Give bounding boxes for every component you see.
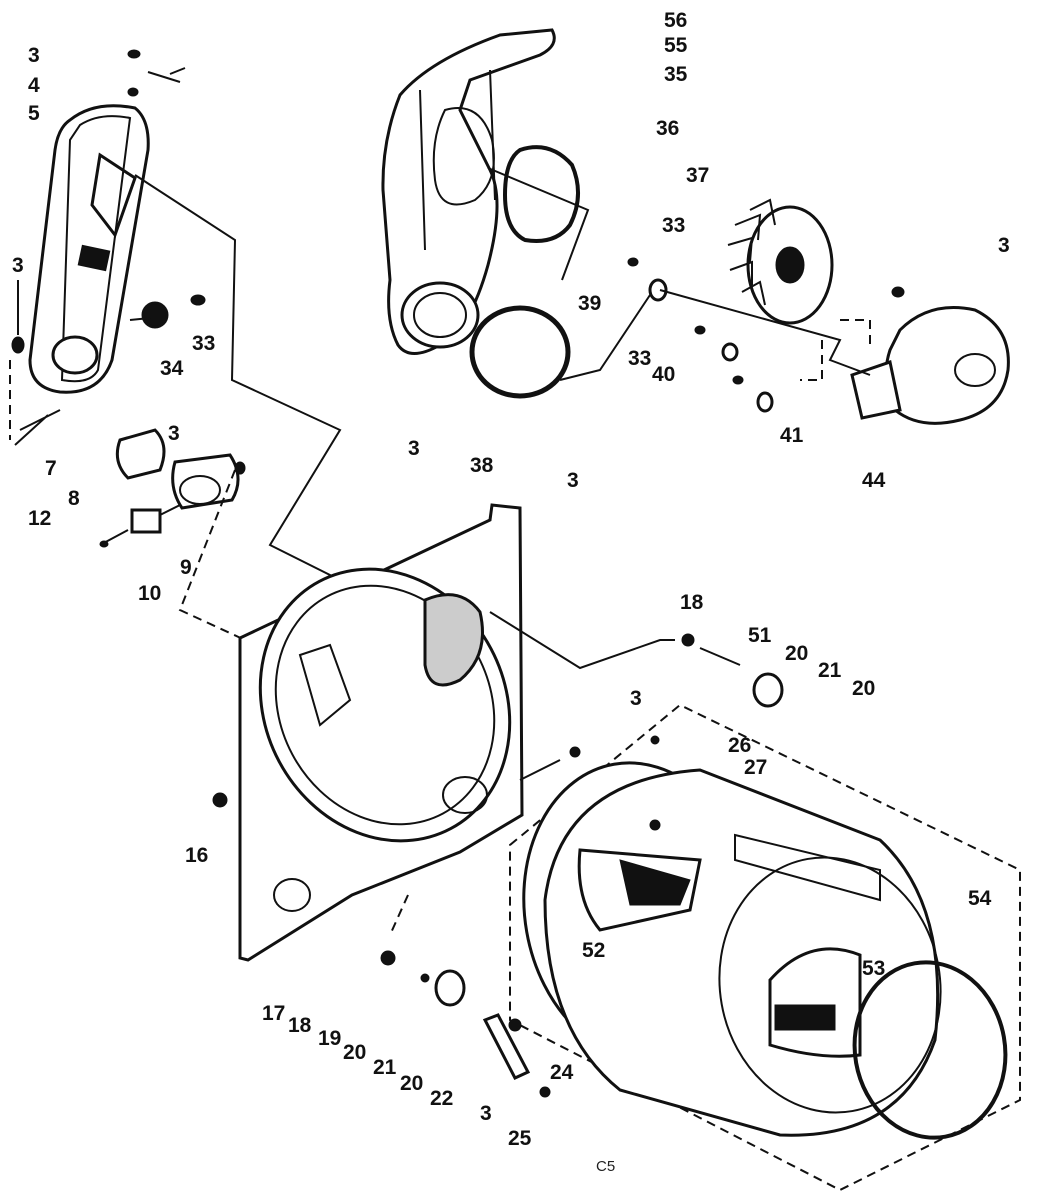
callout-label: 25 xyxy=(508,1127,532,1150)
callout-label: 3 xyxy=(168,422,180,445)
callout-label: 7 xyxy=(45,457,57,480)
callout-label: 18 xyxy=(288,1014,312,1037)
callout-label: 44 xyxy=(862,469,886,492)
callout-label: 3 xyxy=(408,437,420,460)
callout-label: 24 xyxy=(550,1061,574,1084)
rear-bulkhead-17 xyxy=(212,503,524,962)
blower-wheel-37 xyxy=(727,198,834,325)
callout-label: 19 xyxy=(318,1027,342,1050)
front-bulkhead-5 xyxy=(9,104,150,446)
callout-label: 54 xyxy=(968,887,992,910)
callout-label: 36 xyxy=(656,117,680,140)
callout-label: 26 xyxy=(728,734,752,757)
drum-seal-38 xyxy=(469,305,571,399)
callout-label: 8 xyxy=(68,487,80,510)
callout-label: 35 xyxy=(664,63,688,86)
callout-label: 51 xyxy=(748,624,772,647)
callout-label: 33 xyxy=(192,332,216,355)
callout-label: 21 xyxy=(373,1056,397,1079)
drum-ring-seal-54 xyxy=(852,960,1008,1140)
callout-label: 18 xyxy=(680,591,704,614)
callout-label: 37 xyxy=(686,164,710,187)
callout-label: 20 xyxy=(785,642,809,665)
callout-label: 53 xyxy=(862,957,886,980)
callout-label: 12 xyxy=(28,507,52,530)
callout-label: 56 xyxy=(664,9,688,32)
callout-label: 39 xyxy=(578,292,602,315)
bearing-34-screw-33 xyxy=(129,294,206,329)
callout-label: 16 xyxy=(185,844,209,867)
top-left-fasteners xyxy=(11,49,186,354)
callout-label: 33 xyxy=(662,214,686,237)
callout-label: 3 xyxy=(480,1102,492,1125)
callout-label: 55 xyxy=(664,34,688,57)
callout-label: 27 xyxy=(744,756,768,779)
callout-label: 34 xyxy=(160,357,184,380)
callout-label: 10 xyxy=(138,582,162,605)
thermostat-group-7-8-9 xyxy=(99,428,246,548)
callout-label: 5 xyxy=(28,102,40,125)
callout-label: 40 xyxy=(652,363,676,386)
idler-parts-18-24 xyxy=(380,950,551,1098)
callout-label: 38 xyxy=(470,454,494,477)
callout-label: 9 xyxy=(180,556,192,579)
callout-label: 52 xyxy=(582,939,606,962)
callout-label: 3 xyxy=(630,687,642,710)
drum-25 xyxy=(509,703,1021,1192)
callout-label: 3 xyxy=(998,234,1010,257)
callout-label: 21 xyxy=(818,659,842,682)
callout-label: 3 xyxy=(28,44,40,67)
callout-label: 20 xyxy=(852,677,876,700)
callout-label: 3 xyxy=(12,254,24,277)
diagram-code: C5 xyxy=(596,1158,616,1175)
blower-housing-44 xyxy=(850,306,1010,425)
rear-roller-parts xyxy=(569,633,784,831)
callout-label: 4 xyxy=(28,74,40,97)
callout-label: 22 xyxy=(430,1087,454,1110)
housing-fasteners xyxy=(627,257,905,413)
duct-seal-36 xyxy=(502,145,581,243)
callout-label: 3 xyxy=(567,469,579,492)
callout-label: 20 xyxy=(400,1072,424,1095)
callout-label: 33 xyxy=(628,347,652,370)
callout-label: 20 xyxy=(343,1041,367,1064)
callout-label: 17 xyxy=(262,1002,286,1025)
callout-label: 41 xyxy=(780,424,804,447)
blower-duct xyxy=(381,28,556,355)
